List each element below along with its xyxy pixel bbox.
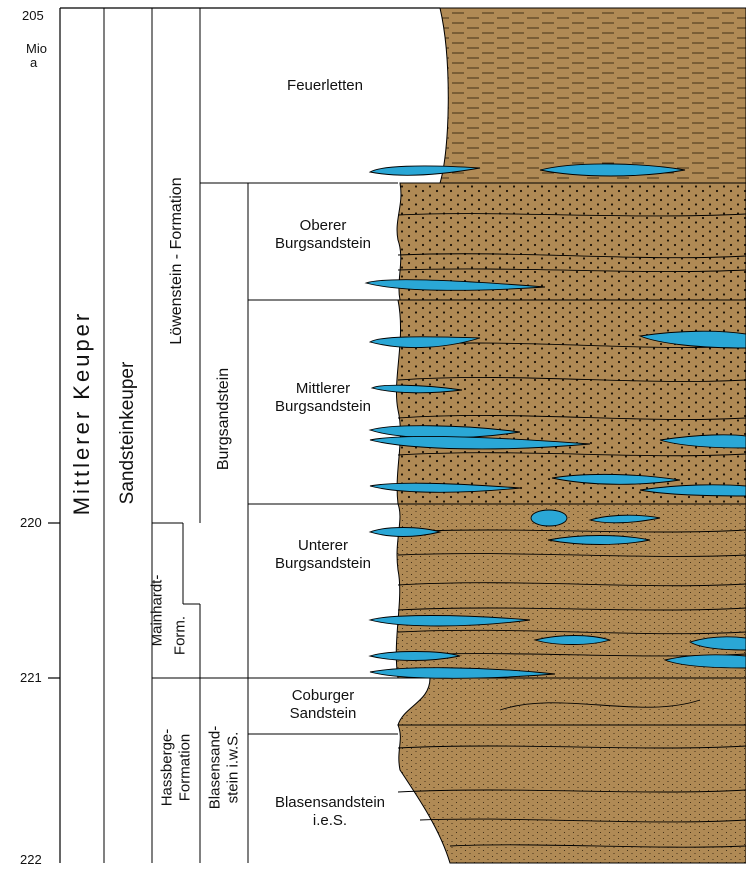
unit-feuerletten: Feuerletten bbox=[287, 77, 363, 94]
axis-tick-220: 220 bbox=[20, 515, 42, 530]
formation-loewenstein: Löwenstein - Formation bbox=[168, 177, 185, 345]
unit-blasensandstein-es-line2: i.e.S. bbox=[312, 812, 348, 829]
unit-unterer-line2: Burgsandstein bbox=[275, 555, 371, 572]
unit-coburger-line1: Coburger bbox=[291, 687, 355, 704]
mittlerer-burgsandstein-lithology bbox=[395, 299, 746, 505]
member-blasensandstein-ws-line2: stein i.w.S. bbox=[224, 731, 242, 804]
unit-mittlerer-line1: Mittlerer bbox=[295, 380, 351, 397]
unit-oberer-line2: Burgsandstein bbox=[275, 235, 371, 252]
subgroup-label: Sandsteinkeuper bbox=[117, 361, 138, 505]
axis-tick-221: 221 bbox=[20, 670, 42, 685]
carbonate-lenses bbox=[364, 163, 746, 679]
formation-hassberge-line1: Hassberge- bbox=[158, 728, 176, 807]
axis-tick-222: 222 bbox=[20, 852, 42, 867]
blasensandstein-lithology bbox=[397, 724, 746, 864]
formation-mainhardt-line2: Form. bbox=[171, 615, 189, 656]
member-blasensandstein-ws-line1: Blasensand- bbox=[206, 725, 224, 810]
formation-hassberge-line2: Formation bbox=[176, 733, 194, 802]
unit-mittlerer-line2: Burgsandstein bbox=[275, 398, 371, 415]
member-burgsandstein: Burgsandstein bbox=[215, 367, 232, 471]
axis-unit-mio: Mio bbox=[26, 41, 47, 56]
axis-unit-a: a bbox=[30, 55, 38, 70]
series-label: Mittlerer Keuper bbox=[69, 310, 94, 516]
feuerletten-claystone bbox=[439, 7, 746, 184]
column-frame bbox=[48, 7, 440, 863]
unit-coburger-line2: Sandstein bbox=[289, 705, 357, 722]
axis-tick-205: 205 bbox=[22, 8, 44, 23]
formation-mainhardt-line1: Mainhardt- bbox=[148, 574, 166, 647]
unit-blasensandstein-es-line1: Blasensandstein bbox=[274, 794, 386, 811]
unit-unterer-line1: Unterer bbox=[297, 537, 349, 554]
lithology-column bbox=[395, 7, 746, 864]
unit-oberer-line1: Oberer bbox=[299, 217, 347, 234]
